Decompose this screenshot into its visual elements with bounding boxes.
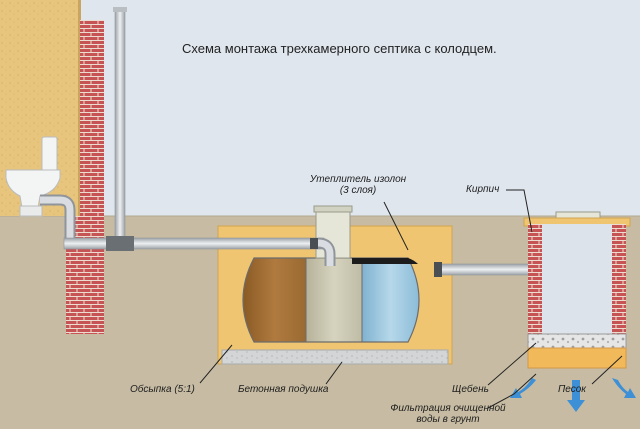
concrete-pad xyxy=(221,349,449,365)
backfill-label: Обсыпка (5:1) xyxy=(130,384,195,395)
arrow-right-icon xyxy=(612,378,636,398)
gravel-label: Щебень xyxy=(452,384,489,395)
leader-lines xyxy=(199,189,623,409)
vent-pipe xyxy=(114,9,126,247)
insulation-label-line2: (3 слоя) xyxy=(339,185,377,196)
arrow-down-icon xyxy=(567,380,585,412)
septic-tank xyxy=(242,257,420,343)
diagram-title: Схема монтажа трехкамерного септика с ко… xyxy=(182,41,497,56)
filtration-well xyxy=(523,211,631,369)
filtration-arrows xyxy=(510,378,636,412)
brick-wall xyxy=(80,20,104,216)
insulation-label-line1: Утеплитель изолон xyxy=(309,174,407,185)
sand-label: Песок xyxy=(558,384,586,395)
toilet-icon xyxy=(5,136,61,217)
outlet-pipe xyxy=(435,263,537,276)
chamber-2 xyxy=(306,258,362,342)
sewer-pipe xyxy=(63,237,325,250)
pipe-tee xyxy=(106,236,134,251)
filtration-label: Фильтрация очищенной воды в грунт xyxy=(384,403,512,425)
insulation-layer xyxy=(352,258,418,264)
chamber-3 xyxy=(362,258,419,342)
sand-layer xyxy=(527,347,627,369)
arrow-left-icon xyxy=(510,378,536,398)
brick-label: Кирпич xyxy=(466,184,500,195)
filtration-label-line1: Фильтрация очищенной xyxy=(390,403,506,414)
insulation-label: Утеплитель изолон (3 слоя) xyxy=(308,174,408,196)
concrete-pad-label: Бетонная подушка xyxy=(238,384,329,395)
chamber-1 xyxy=(243,258,306,342)
filtration-label-line2: воды в грунт xyxy=(416,414,480,425)
well-wall-left xyxy=(528,224,542,334)
gravel-layer xyxy=(527,333,627,349)
well-wall-right xyxy=(612,224,626,334)
